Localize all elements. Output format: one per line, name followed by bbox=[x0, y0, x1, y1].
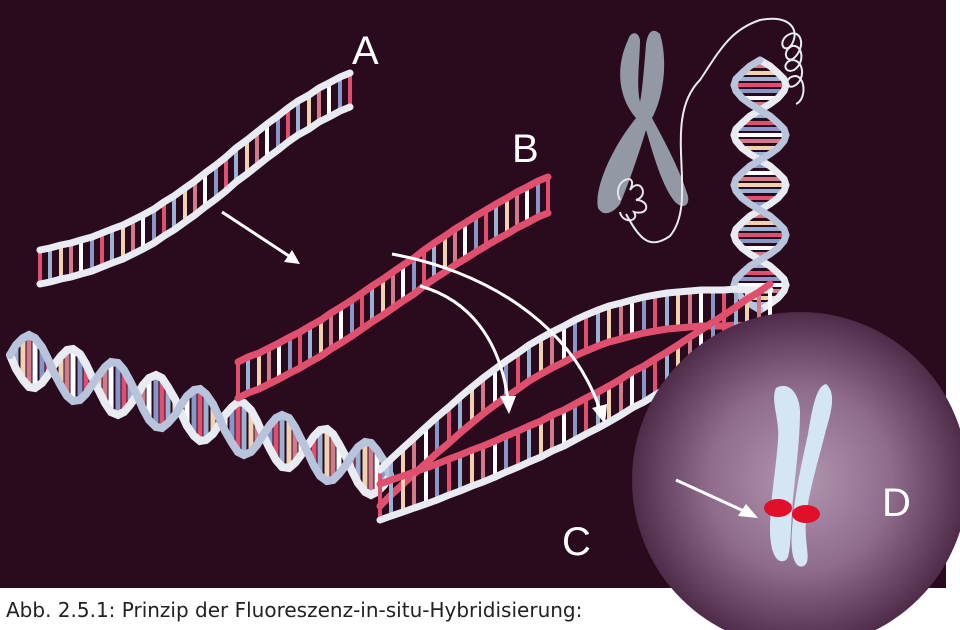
label-d: D bbox=[882, 481, 911, 525]
label-b: B bbox=[512, 127, 539, 171]
fluorescence-signal-right bbox=[792, 505, 820, 523]
fluorescence-signal-left bbox=[764, 499, 792, 517]
figure-caption: Abb. 2.5.1: Prinzip der Fluoreszenz-in-s… bbox=[6, 598, 582, 622]
label-c: C bbox=[562, 520, 591, 564]
label-a: A bbox=[352, 29, 379, 73]
